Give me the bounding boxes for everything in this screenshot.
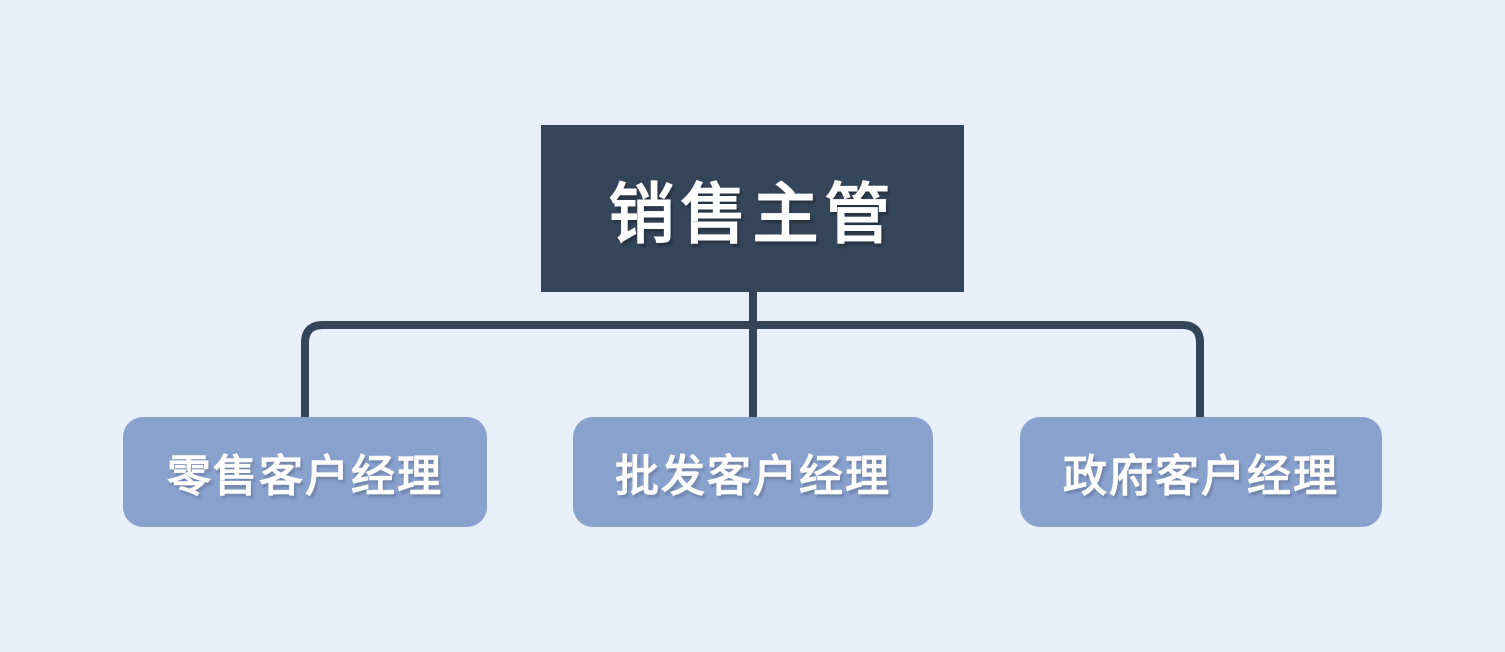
child-node-label: 批发客户经理 — [615, 451, 891, 502]
child-node-label: 零售客户经理 — [167, 451, 443, 502]
child-node-wholesale-account-manager[interactable]: 批发客户经理 — [573, 417, 933, 527]
root-node-sales-supervisor[interactable]: 销售主管 — [541, 125, 964, 292]
child-node-label: 政府客户经理 — [1063, 451, 1339, 502]
root-node-label: 销售主管 — [608, 175, 897, 253]
connector-root-to-left — [301, 321, 753, 417]
child-node-government-account-manager[interactable]: 政府客户经理 — [1020, 417, 1382, 527]
connector-root-to-right — [753, 321, 1204, 417]
child-node-retail-account-manager[interactable]: 零售客户经理 — [123, 417, 487, 527]
